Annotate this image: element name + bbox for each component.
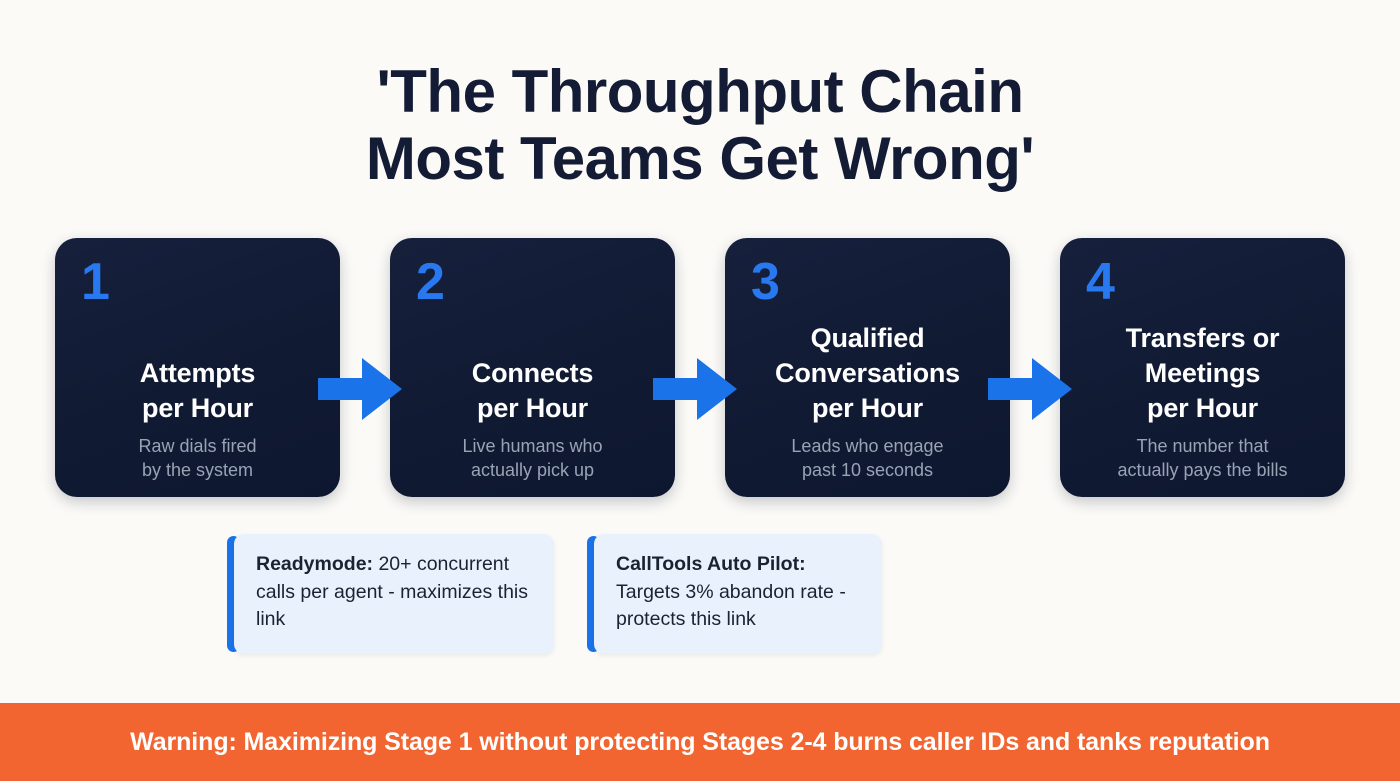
stage-title-2: Connects per Hour (402, 356, 663, 425)
stage-subtitle-2-line-2: actually pick up (470, 460, 595, 481)
stage-card-attempts-per-hour: 1 Attempts per Hour Raw dials fired by t… (55, 238, 340, 497)
callout-calltools-text: CallTools Auto Pilot: Targets 3% abandon… (616, 551, 862, 634)
stage-card-connects-per-hour: 2 Connects per Hour Live humans who actu… (390, 238, 675, 497)
stage-subtitle-1-line-2: by the system (141, 460, 254, 481)
stage-number-3: 3 (751, 253, 780, 311)
stage-title-1: Attempts per Hour (67, 356, 328, 425)
stage-subtitle-1-line-1: Raw dials fired (138, 436, 257, 457)
stage-body-4: Transfers or Meetings per Hour The numbe… (1060, 321, 1345, 483)
stage-title-4: Transfers or Meetings per Hour (1072, 321, 1333, 425)
warning-banner: Warning: Maximizing Stage 1 without prot… (0, 703, 1400, 781)
stage-number-2: 2 (416, 253, 445, 311)
arrow-stage-2-to-3-icon (653, 358, 737, 420)
stage-body-2: Connects per Hour Live humans who actual… (390, 356, 675, 483)
stage-title-1-line-2: per Hour (142, 392, 253, 423)
stage-subtitle-3-line-2: past 10 seconds (801, 460, 934, 481)
stage-title-2-line-2: per Hour (477, 392, 588, 423)
stage-number-1: 1 (81, 253, 110, 311)
callout-readymode-body: 20+ concurrent calls per agent - maximiz… (256, 553, 529, 631)
stage-card-qualified-conversations-per-hour: 3 Qualified Conversations per Hour Leads… (725, 238, 1010, 497)
arrow-stage-1-to-2-icon (318, 358, 402, 420)
page-title-line-1: 'The Throughput Chain (376, 58, 1024, 125)
stage-title-4-line-3: per Hour (1147, 392, 1258, 423)
stage-card-transfers-or-meetings-per-hour: 4 Transfers or Meetings per Hour The num… (1060, 238, 1345, 497)
stage-title-3-line-1: Qualified (810, 323, 925, 354)
callout-calltools-body: Targets 3% abandon rate - protects this … (616, 580, 846, 631)
stage-subtitle-4: The number that actually pays the bills (1072, 435, 1333, 483)
stage-subtitle-3-line-1: Leads who engage (791, 436, 944, 457)
stage-subtitle-2: Live humans who actually pick up (402, 435, 663, 483)
stage-subtitle-2-line-1: Live humans who (462, 436, 603, 457)
callout-readymode-lead: Readymode: (256, 553, 374, 575)
callout-calltools-auto-pilot: CallTools Auto Pilot: Targets 3% abandon… (587, 534, 882, 654)
stage-subtitle-3: Leads who engage past 10 seconds (737, 435, 998, 483)
stage-title-4-line-1: Transfers or (1125, 323, 1280, 354)
page-title: 'The Throughput Chain Most Teams Get Wro… (0, 58, 1400, 192)
warning-banner-text: Warning: Maximizing Stage 1 without prot… (130, 727, 1270, 756)
callout-readymode-text: Readymode: 20+ concurrent calls per agen… (256, 551, 534, 634)
stage-title-2-line-1: Connects (471, 358, 594, 389)
stage-subtitle-4-line-2: actually pays the bills (1117, 460, 1288, 481)
throughput-stage-row: 1 Attempts per Hour Raw dials fired by t… (55, 238, 1345, 497)
callout-readymode: Readymode: 20+ concurrent calls per agen… (227, 534, 554, 654)
arrow-stage-3-to-4-icon (988, 358, 1072, 420)
stage-title-3-line-3: per Hour (812, 392, 923, 423)
stage-title-3: Qualified Conversations per Hour (737, 321, 998, 425)
stage-body-1: Attempts per Hour Raw dials fired by the… (55, 356, 340, 483)
stage-body-3: Qualified Conversations per Hour Leads w… (725, 321, 1010, 483)
page-title-line-2: Most Teams Get Wrong' (365, 125, 1035, 193)
stage-title-3-line-2: Conversations (775, 358, 960, 389)
stage-subtitle-4-line-1: The number that (1136, 436, 1269, 457)
callout-calltools-lead: CallTools Auto Pilot: (616, 553, 806, 575)
stage-title-1-line-1: Attempts (139, 358, 256, 389)
stage-title-4-line-2: Meetings (1144, 358, 1261, 389)
stage-subtitle-1: Raw dials fired by the system (67, 435, 328, 483)
stage-number-4: 4 (1086, 253, 1115, 311)
